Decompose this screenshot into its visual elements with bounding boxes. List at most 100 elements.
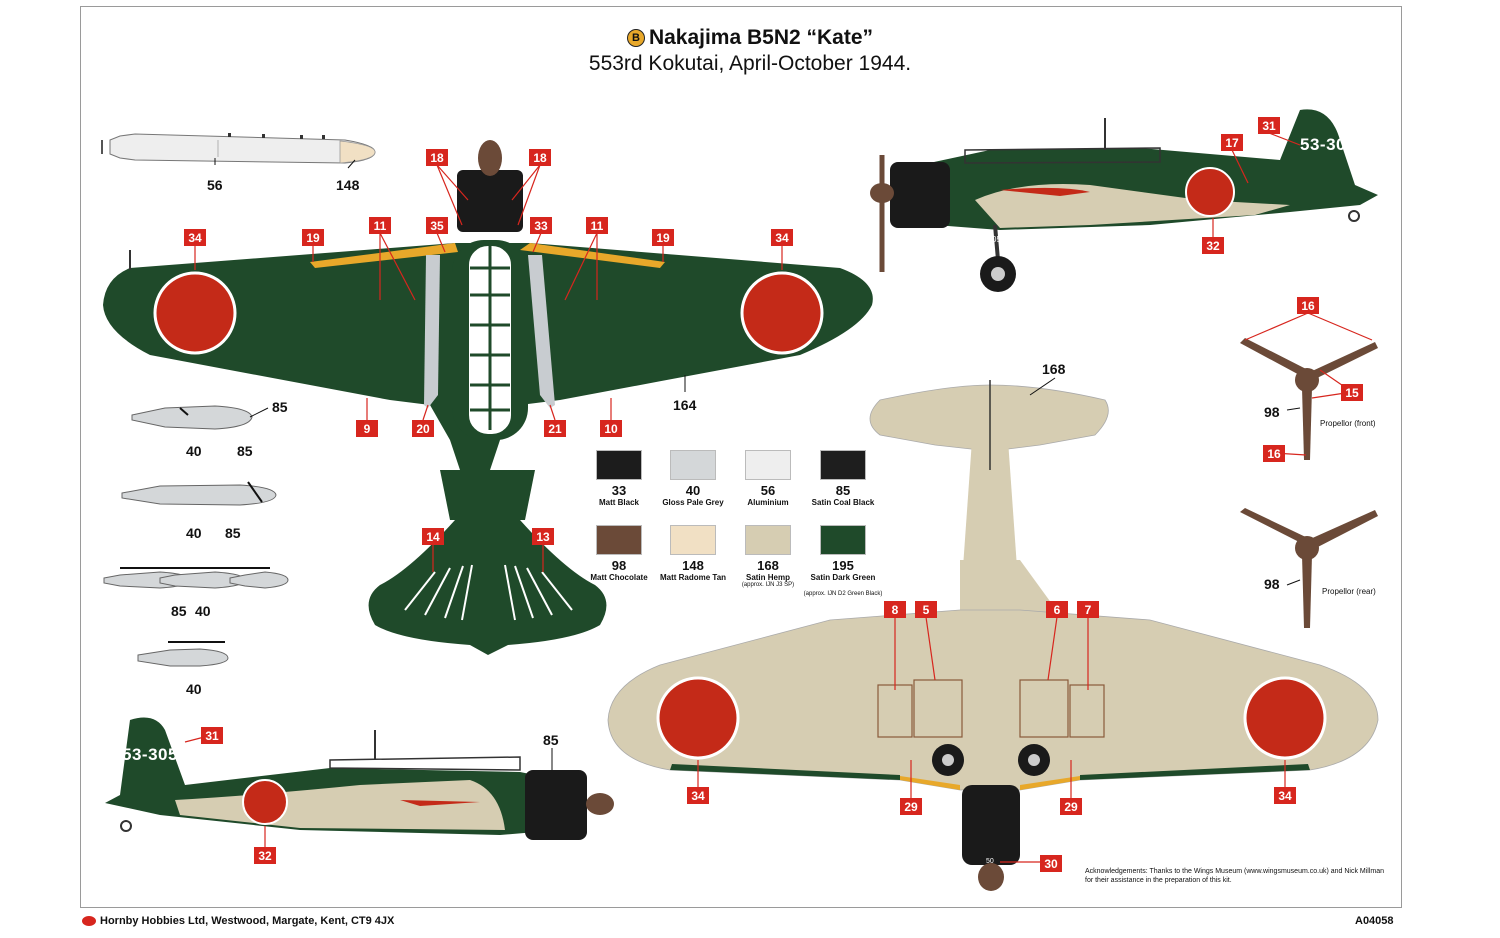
torpedo-paint-56: 56 [207, 177, 223, 193]
swatch-color-195 [820, 525, 866, 555]
title-unit: 553rd Kokutai, April-October 1944. [588, 52, 912, 75]
bomb1-paint-85: 85 [272, 399, 288, 415]
callout-18-left: 18 [426, 149, 448, 166]
callout-16-top: 16 [1297, 297, 1319, 314]
side-paint-85: 85 [543, 732, 559, 748]
callout-11-right: 11 [586, 217, 608, 234]
tail-code-upper: 53-305 [1300, 135, 1356, 154]
swatch-number-195: 195 [832, 558, 854, 573]
callout-34-top-right: 34 [771, 229, 793, 246]
callout-33: 33 [530, 217, 552, 234]
callout-34-under-left: 34 [687, 787, 709, 804]
callout-30: 30 [1040, 855, 1062, 872]
torpedo-paint-148: 148 [336, 177, 360, 193]
swatch-color-33 [596, 450, 642, 480]
cowling-number: 50 [986, 858, 994, 865]
callout-5: 5 [915, 601, 937, 618]
callout-32-lower: 32 [254, 847, 276, 864]
swatch-number-56: 56 [760, 483, 776, 498]
callout-31-lower: 31 [201, 727, 223, 744]
swatch-color-85 [820, 450, 866, 480]
callout-19-right: 19 [652, 229, 674, 246]
swatch-number-33: 33 [611, 483, 627, 498]
prop-rear-label: Propellor (rear) [1322, 587, 1376, 596]
callout-34-under-right: 34 [1274, 787, 1296, 804]
swatch-name-98: Matt Chocolate [590, 573, 648, 582]
swatch-number-148: 148 [682, 558, 704, 573]
bomb5-paint-40: 40 [186, 681, 202, 697]
swatch-number-40: 40 [685, 483, 701, 498]
footer-kit-number: A04058 [1355, 915, 1394, 927]
callout-34-top-left: 34 [184, 229, 206, 246]
prop-front-label: Propellor (front) [1320, 419, 1376, 428]
swatch-name-33: Matt Black [598, 498, 639, 507]
bomb-drawings [103, 405, 289, 667]
swatch-number-85: 85 [835, 483, 851, 498]
swatch-number-168: 168 [757, 558, 779, 573]
top-view-aircraft [103, 140, 873, 655]
scheme-badge: B [626, 29, 645, 47]
swatch-color-148 [670, 525, 716, 555]
callout-9: 9 [356, 420, 378, 437]
swatch-note-168: (approx. IJN J3 SP) [741, 582, 795, 588]
side-view-right [870, 109, 1378, 292]
swatch-number-98: 98 [611, 558, 627, 573]
leader-lines [184, 132, 1373, 863]
instruction-sheet-border [80, 6, 1402, 908]
landing-gear-number: 05 [992, 235, 1001, 244]
paint-leader-lines [214, 158, 1301, 770]
callout-19-left: 19 [302, 229, 324, 246]
callout-11-left: 11 [369, 217, 391, 234]
swatch-name-40: Gloss Pale Grey [662, 498, 724, 507]
callout-29-right: 29 [1060, 798, 1082, 815]
callout-6: 6 [1046, 601, 1068, 618]
bomb-racks [120, 407, 270, 643]
callout-32-upper: 32 [1202, 237, 1224, 254]
callout-13: 13 [532, 528, 554, 545]
callout-8: 8 [884, 601, 906, 618]
swatch-color-98 [596, 525, 642, 555]
side-view-left [105, 717, 614, 840]
swatch-name-168: Satin Hemp [745, 573, 790, 582]
callout-35: 35 [426, 217, 448, 234]
callout-14: 14 [422, 528, 444, 545]
callout-10: 10 [600, 420, 622, 437]
swatch-color-168 [745, 525, 791, 555]
torpedo-drawing [101, 133, 376, 164]
callout-31-upper: 31 [1258, 117, 1280, 134]
propeller-rear-drawing [1240, 508, 1378, 628]
title-aircraft: Nakajima B5N2 “Kate” [648, 26, 874, 49]
callout-15: 15 [1341, 384, 1363, 401]
callout-16-bottom: 16 [1263, 445, 1285, 462]
swatch-name-85: Satin Coal Black [811, 498, 875, 507]
swatch-note-195: (approx. IJN D2 Green Black) [803, 591, 883, 597]
tail-code-lower: 53-305 [122, 745, 178, 764]
bomb3-paint-85: 85 [225, 525, 241, 541]
bomb4-paint-40: 40 [195, 603, 211, 619]
callout-7: 7 [1077, 601, 1099, 618]
acknowledgements: Acknowledgements: Thanks to the Wings Mu… [1085, 868, 1385, 884]
bomb4-paint-85: 85 [171, 603, 187, 619]
footer-company: Hornby Hobbies Ltd, Westwood, Margate, K… [82, 915, 394, 927]
swatch-name-56: Aluminium [747, 498, 789, 507]
callout-17: 17 [1221, 134, 1243, 151]
airfix-logo-icon [82, 916, 96, 926]
underside-view-aircraft [607, 380, 1379, 891]
callout-18-right: 18 [529, 149, 551, 166]
swatch-color-40 [670, 450, 716, 480]
underside-paint-168: 168 [1042, 361, 1066, 377]
prop-rear-paint-98: 98 [1264, 576, 1280, 592]
swatch-color-56 [745, 450, 791, 480]
callout-29-left: 29 [900, 798, 922, 815]
swatch-name-195: Satin Dark Green [810, 573, 876, 582]
callout-20: 20 [412, 420, 434, 437]
wing-paint-164: 164 [673, 397, 697, 413]
callout-21: 21 [544, 420, 566, 437]
bomb2-paint-85: 85 [237, 443, 253, 459]
bomb1-paint-40: 40 [186, 443, 202, 459]
swatch-name-148: Matt Radome Tan [659, 573, 727, 582]
prop-front-paint-98: 98 [1264, 404, 1280, 420]
footer-address: Hornby Hobbies Ltd, Westwood, Margate, K… [100, 915, 395, 927]
